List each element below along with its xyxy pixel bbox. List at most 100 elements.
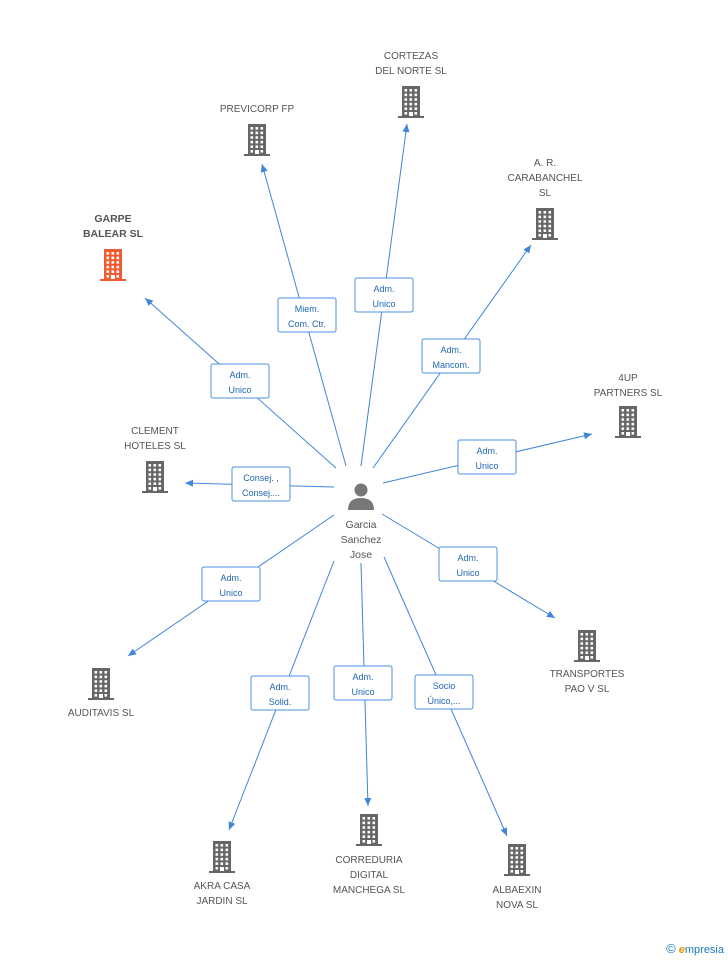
edge-label-box[interactable] — [438, 546, 498, 582]
building-window — [225, 844, 229, 847]
edge-label-box[interactable] — [457, 439, 517, 475]
edge-label-box[interactable] — [250, 675, 310, 711]
building-base — [209, 871, 235, 873]
edge-garpe[interactable]: Adm.Unico — [144, 297, 337, 469]
building-window — [106, 252, 110, 255]
company-node-previcorp[interactable]: PREVICORP FP — [220, 104, 295, 156]
edge-label-text: Adm. — [440, 345, 461, 355]
building-window — [631, 427, 635, 430]
building-window — [404, 89, 408, 92]
building-window — [626, 413, 630, 417]
building-door — [99, 694, 103, 698]
building-window — [148, 477, 152, 481]
building-window — [543, 211, 547, 214]
edge-transportes[interactable]: Adm.Unico — [381, 513, 556, 619]
building-window — [590, 656, 594, 659]
building-window — [106, 275, 110, 278]
building-window — [255, 140, 259, 144]
building-base — [356, 844, 382, 846]
edge-previcorp[interactable]: Miem.Com. Ctr. — [260, 163, 347, 467]
building-icon — [142, 461, 168, 493]
person-head — [354, 483, 368, 497]
building-window — [260, 136, 264, 139]
building-window — [404, 102, 408, 106]
edge-correduria[interactable]: Adm.Unico — [333, 562, 393, 807]
building-door — [515, 870, 519, 874]
edge-carabanchel[interactable]: Adm.Mancom. — [372, 244, 532, 469]
building-window — [590, 642, 594, 645]
building-window — [94, 671, 98, 674]
person-name: Sanchez — [341, 534, 382, 546]
edge-fourup[interactable]: Adm.Unico — [382, 432, 593, 484]
company-name: PAO V SL — [565, 684, 610, 695]
edge-akra[interactable]: Adm.Solid. — [228, 560, 335, 831]
building-window — [414, 112, 418, 115]
building-window — [548, 224, 552, 228]
brand-name: mpresia — [684, 944, 724, 956]
building-window — [153, 468, 157, 472]
company-name: 4UP — [618, 373, 638, 384]
building-window — [367, 826, 371, 829]
company-name: GARPE — [94, 213, 131, 225]
company-name: CLEMENT — [131, 426, 179, 437]
building-window — [225, 862, 229, 865]
edge-label-box[interactable] — [333, 665, 393, 701]
building-window — [148, 482, 152, 485]
building-window — [631, 432, 635, 435]
edge-label-box[interactable] — [354, 277, 414, 313]
arrowhead — [500, 827, 507, 836]
building-door — [111, 275, 115, 279]
edge-albaexin[interactable]: SocioÚnico,... — [383, 556, 508, 837]
company-node-auditavis[interactable]: AUDITAVIS SL — [68, 668, 135, 719]
building-window — [94, 689, 98, 692]
building-window — [538, 234, 542, 237]
building-window — [99, 689, 103, 692]
company-name: NOVA SL — [496, 900, 538, 911]
edge-label-box[interactable] — [414, 674, 474, 710]
building-window — [590, 646, 594, 650]
brand-initial: e — [678, 944, 685, 956]
arrowhead — [260, 164, 268, 173]
building-window — [158, 468, 162, 472]
edge-cortezas[interactable]: Adm.Unico — [354, 123, 414, 467]
edge-label-box[interactable] — [231, 466, 291, 502]
building-window — [362, 830, 366, 834]
empresia-logo[interactable]: ©empresia — [666, 941, 724, 956]
edge-label-box[interactable] — [201, 566, 261, 602]
edge-label-box[interactable] — [421, 338, 481, 374]
building-window — [148, 487, 152, 490]
building-window — [94, 680, 98, 683]
building-window — [225, 848, 229, 852]
company-name: JARDIN SL — [196, 896, 248, 907]
building-window — [580, 637, 584, 641]
edge-label-box[interactable] — [277, 297, 337, 333]
building-window — [220, 857, 224, 861]
building-window — [116, 270, 120, 273]
building-window — [148, 464, 152, 467]
building-window — [372, 835, 376, 838]
edge-label-text: Único,... — [427, 696, 460, 706]
building-window — [548, 220, 552, 223]
building-window — [106, 270, 110, 273]
edge-auditavis[interactable]: Adm.Unico — [127, 514, 335, 657]
building-window — [99, 680, 103, 683]
edge-clement[interactable]: Consej. ,Consej.... — [184, 466, 335, 502]
company-name: A. R. — [534, 158, 556, 169]
edge-label-box[interactable] — [210, 363, 270, 399]
building-window — [367, 835, 371, 838]
building-window — [215, 862, 219, 865]
edge-label-text: Adm. — [229, 370, 250, 380]
building-base — [574, 660, 600, 662]
building-window — [225, 867, 229, 870]
copyright-symbol: © — [666, 941, 676, 956]
